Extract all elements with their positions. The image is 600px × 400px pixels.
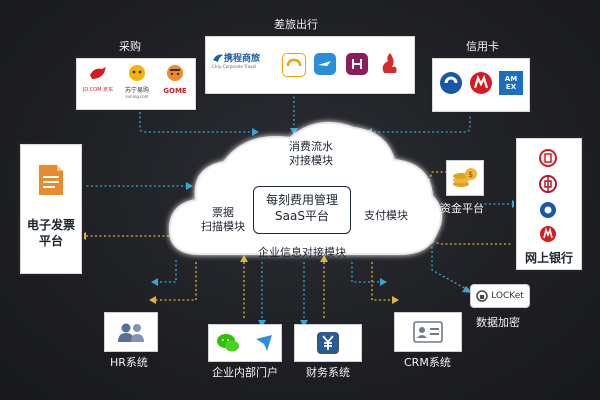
crm-system-label: CRM系统 [404, 356, 451, 369]
cmb-icon [539, 225, 557, 247]
purchase-to-cloud-line [139, 112, 252, 133]
id-card-icon [413, 321, 443, 343]
ccb-icon [539, 201, 557, 223]
travel-label: 差旅出行 [274, 18, 318, 31]
bank-of-china-icon [539, 175, 557, 197]
coins-icon: $ [453, 168, 477, 187]
einvoice-panel: 电子发票 平台 [20, 144, 82, 274]
document-icon [37, 163, 65, 201]
jd-logo: JD.COM 京东 [81, 65, 115, 93]
consumption-module: 消费流水 对接模块 [289, 140, 333, 167]
suning-lion-icon [129, 65, 145, 81]
fund-platform-box: $ [446, 160, 484, 196]
crm-link-cyan [351, 262, 380, 283]
svg-text:$: $ [468, 170, 473, 179]
saas-title-line2: SaaS平台 [275, 209, 329, 223]
travel-panel: 携程商旅 Ctrip Corporate Travel [205, 36, 415, 94]
fund-platform-label: 资金平台 [440, 202, 484, 215]
wechat-icon [217, 334, 239, 352]
bank-of-communications-icon [439, 71, 463, 95]
amex-icon: AM EX [499, 71, 523, 95]
einvoice-label: 电子发票 平台 [26, 218, 75, 248]
online-bank-panel: 网上银行 [516, 138, 582, 270]
ctrip-logo: 携程商旅 Ctrip Corporate Travel [212, 51, 274, 69]
didi-icon [282, 53, 306, 77]
gome-tiger-icon [167, 65, 183, 81]
data-encryption-label: 数据加密 [476, 316, 520, 329]
dolphin-icon [213, 54, 223, 62]
dingtalk-icon [256, 335, 272, 351]
hr-link-yellow [156, 262, 197, 301]
flame-icon [380, 51, 402, 75]
purchase-panel: JD.COM 京东 苏宁易购 suning.com GOME [76, 58, 196, 110]
enterprise-info-module: 企业信息对接模块 [258, 246, 346, 259]
jd-dog-icon [90, 67, 106, 79]
online-bank-label: 网上银行 [524, 251, 573, 265]
hr-system-box [104, 312, 158, 352]
purchase-label: 采购 [119, 40, 141, 53]
finance-system-box [294, 324, 362, 362]
crm-system-box [394, 312, 462, 352]
saas-title-box: 每刻费用管理 SaaS平台 [253, 186, 351, 234]
payment-module: 支付模块 [364, 209, 408, 222]
suning-logo: 苏宁易购 suning.com [119, 63, 155, 99]
portal-label: 企业内部门户 [212, 366, 278, 379]
lock-icon [476, 290, 488, 302]
people-icon [118, 323, 144, 342]
icbc-icon [539, 149, 557, 171]
finance-system-label: 财务系统 [306, 366, 350, 379]
airline-icon [314, 53, 336, 75]
gome-logo: GOME [157, 63, 193, 95]
yen-icon [317, 332, 339, 354]
saas-title-line1: 每刻费用管理 [265, 193, 338, 207]
credit-to-cloud-line [372, 112, 471, 133]
crm-link-yellow [371, 262, 392, 301]
china-merchants-bank-icon [469, 71, 493, 95]
hr-system-label: HR系统 [110, 356, 148, 369]
locket-box: LOCKet [470, 284, 530, 308]
credit-card-panel: AM EX [432, 58, 530, 112]
credit-card-label: 信用卡 [466, 40, 499, 53]
hotel-icon [346, 53, 368, 75]
invoice-scan-module: 票据 扫描模块 [201, 206, 245, 233]
portal-box [208, 324, 282, 362]
